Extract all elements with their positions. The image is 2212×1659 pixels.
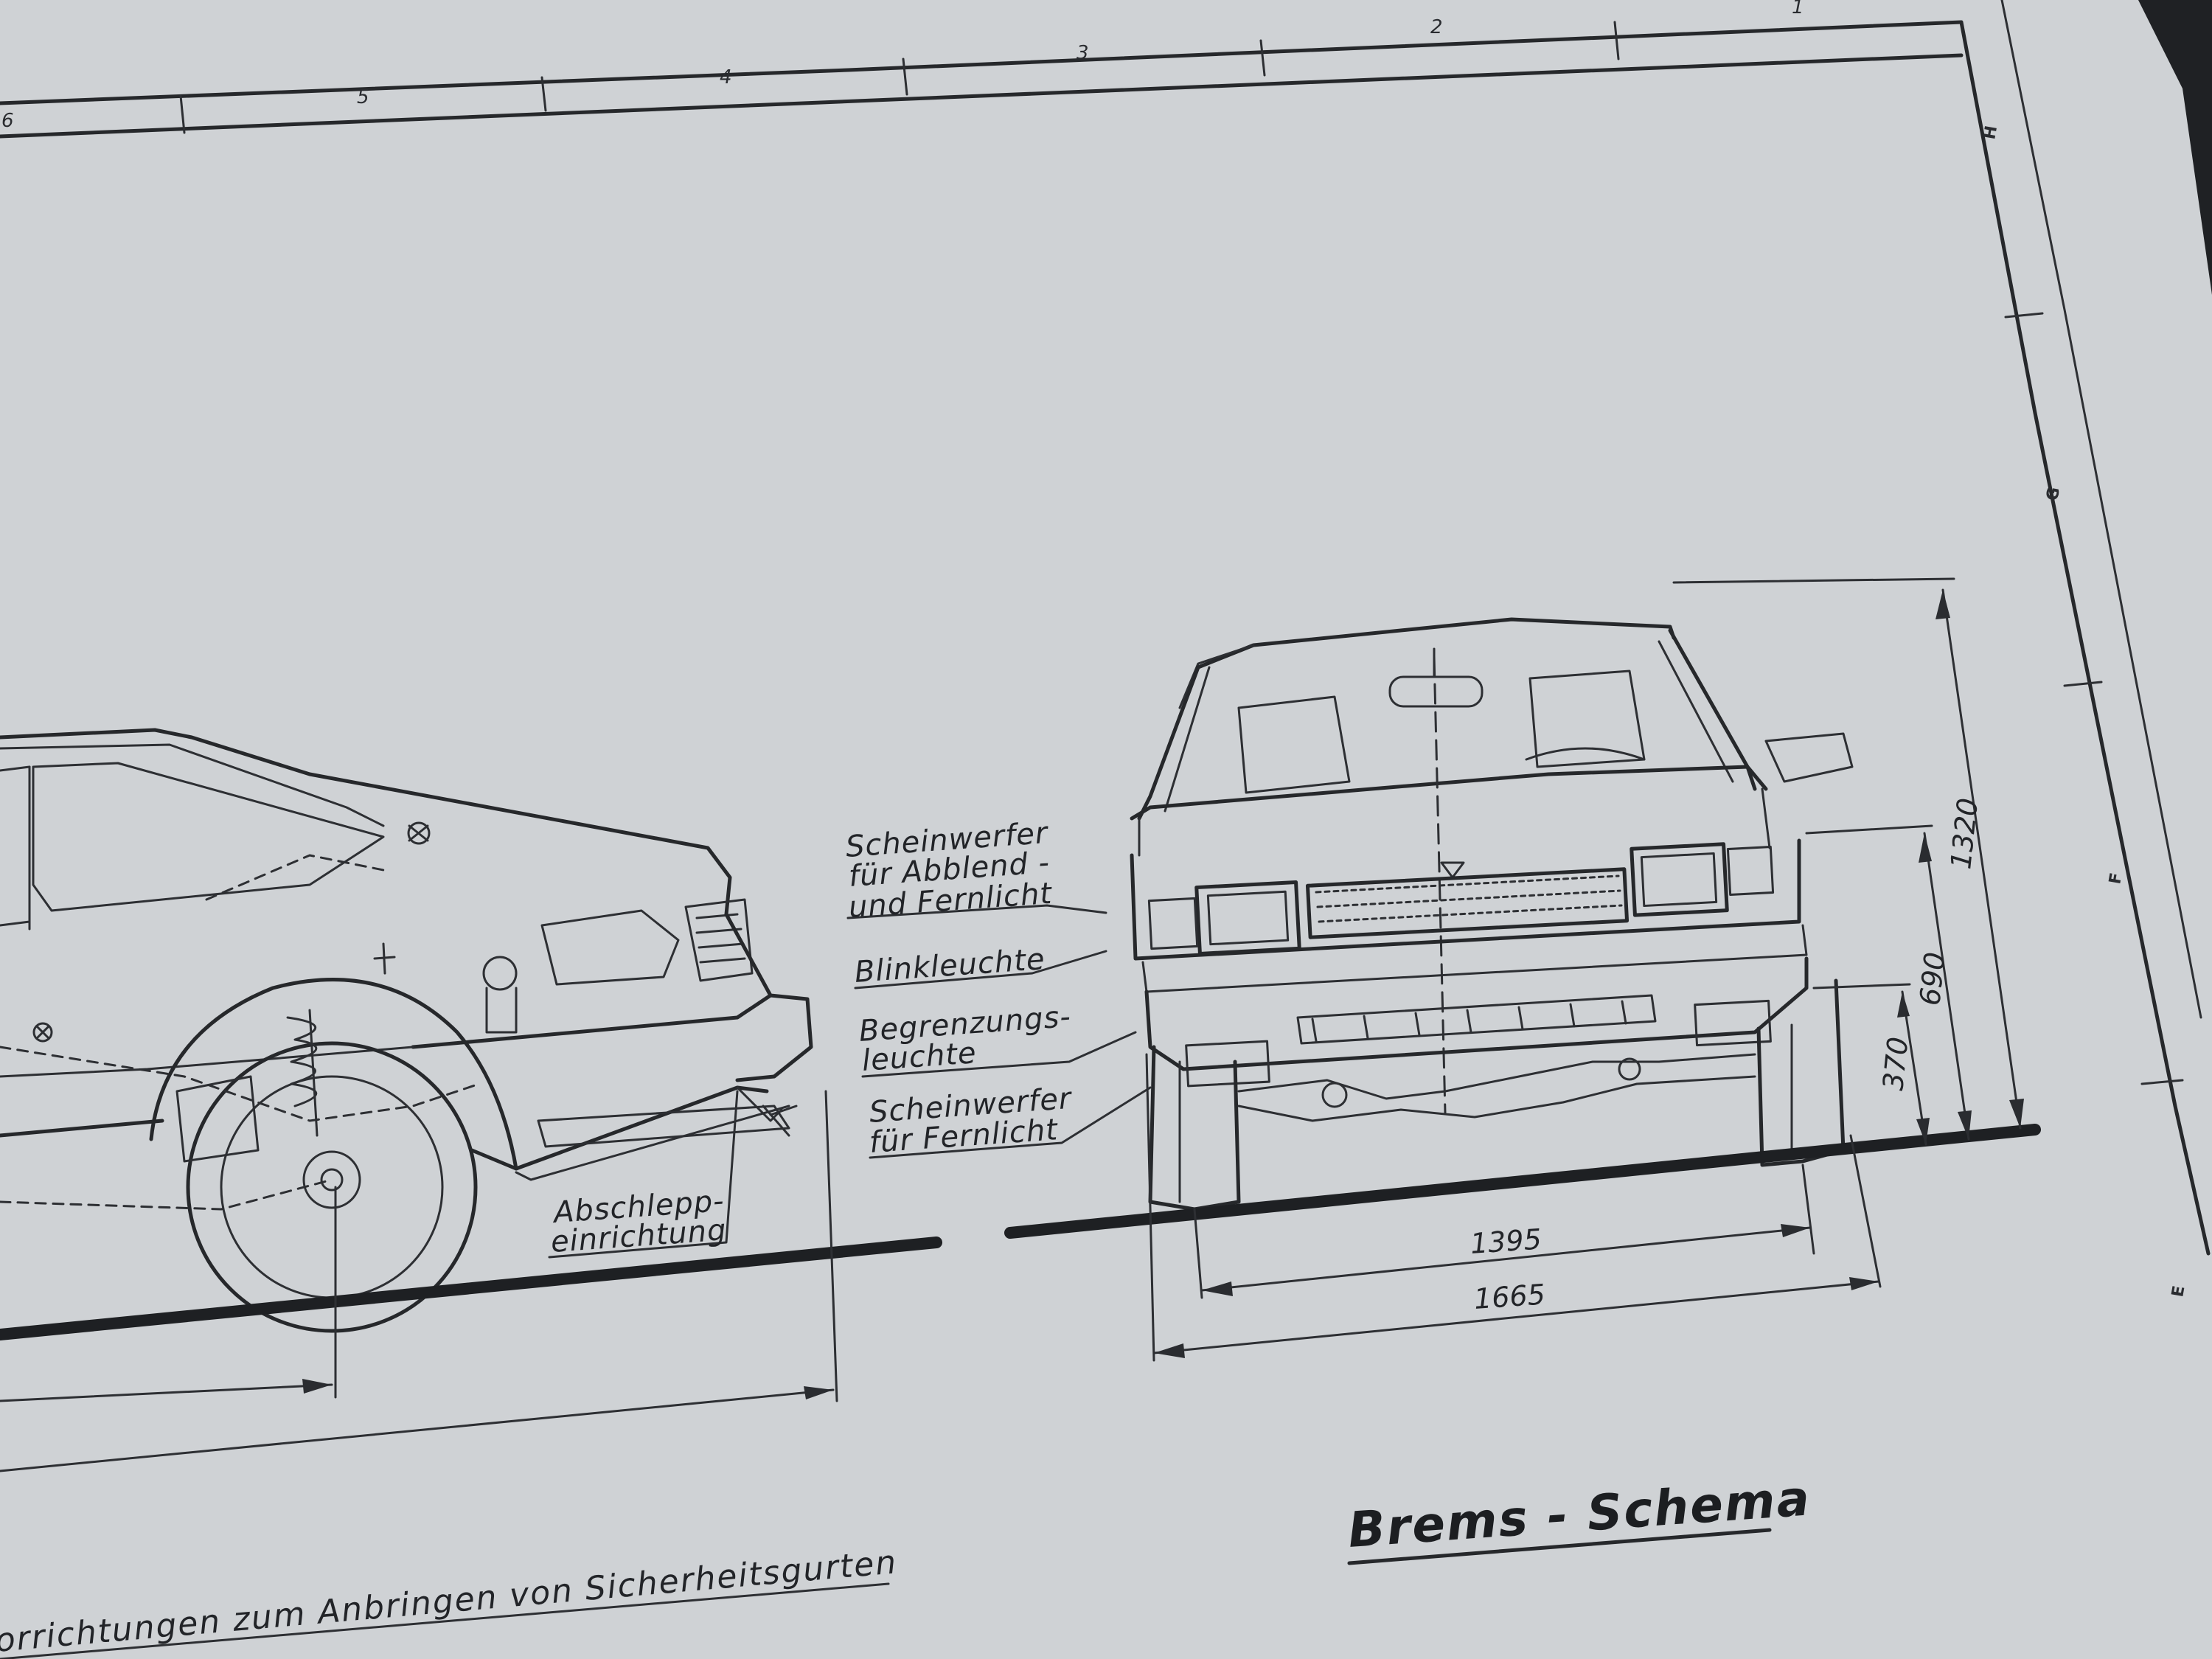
side-view-car — [0, 728, 813, 1333]
dimension-lower-height: 370 — [1877, 1035, 1914, 1092]
callout-sidelight-line2: leuchte — [860, 1036, 978, 1078]
side-view-dimensions — [0, 1090, 838, 1472]
callout-leaders — [548, 904, 1152, 1259]
side-view-ground-line — [0, 1237, 942, 1340]
front-view-dimension-lines — [1145, 577, 2024, 1362]
front-view-car — [1130, 617, 1854, 1211]
dimension-headlamp-height: 690 — [1913, 950, 1951, 1007]
frame-row-e: E — [2168, 1284, 2188, 1298]
frame-column-6: 6 — [1, 110, 14, 132]
dimension-overall-width: 1665 — [1473, 1278, 1547, 1315]
frame-column-5: 5 — [357, 86, 369, 108]
frame-column-2: 2 — [1430, 16, 1443, 38]
dimension-track-front: 1395 — [1470, 1222, 1543, 1260]
frame-column-4: 4 — [720, 66, 732, 88]
frame-row-f: F — [2106, 872, 2126, 886]
dimension-overall-height: 1320 — [1944, 796, 1984, 871]
frame-row-g: G — [2043, 486, 2064, 502]
drawing-frame — [179, 0, 2202, 1085]
frame-column-1: 1 — [1792, 0, 1804, 18]
caption-underline — [0, 1582, 890, 1659]
title-underline — [1347, 1528, 1772, 1565]
front-view-ground-line — [1004, 1124, 2041, 1239]
frame-column-3: 3 — [1077, 42, 1089, 64]
frame-row-h: H — [1980, 125, 2001, 141]
